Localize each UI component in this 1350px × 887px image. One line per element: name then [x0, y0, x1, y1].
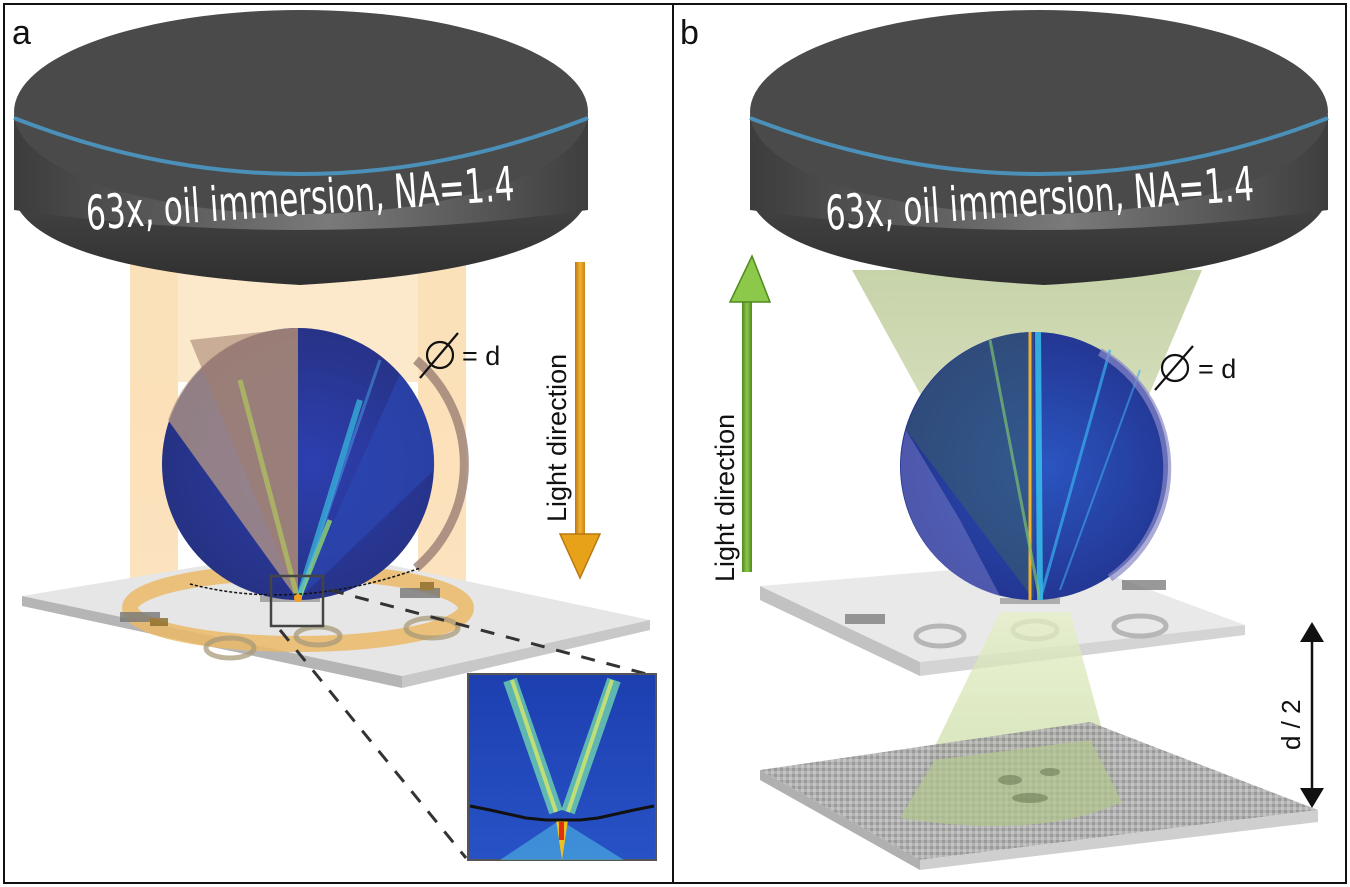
zoom-leader-bottom — [278, 629, 468, 859]
diameter-annotation-b: = d — [1154, 345, 1236, 391]
diameter-label-b: = d — [1198, 354, 1236, 384]
light-direction-label-b: Light direction — [710, 414, 740, 582]
diameter-annotation-a: = d — [419, 332, 500, 379]
panel-label-b: b — [680, 14, 699, 52]
objective-lens-b: 63x, oil immersion, NA=1.4 — [749, 10, 1329, 285]
microsphere-b — [900, 331, 1172, 601]
zoom-leader-top — [329, 588, 655, 678]
light-direction-label-a: Light direction — [542, 354, 572, 522]
light-direction-arrow-a: Light direction — [542, 262, 602, 580]
arrow-up-head-icon — [1300, 622, 1324, 642]
arrow-down-head-icon — [1300, 788, 1324, 808]
arrow-down-icon — [575, 262, 585, 540]
light-direction-arrow-b: Light direction — [710, 254, 772, 582]
image-plane-b — [760, 722, 1318, 870]
zoom-box — [269, 574, 325, 628]
arrow-up-icon — [742, 296, 752, 572]
objective-lens-a: 63x, oil immersion, NA=1.4 — [13, 10, 589, 285]
diameter-label-a: = d — [462, 341, 500, 371]
panel-label-a: a — [12, 14, 31, 52]
panel-a: a 63x, oil immersion, NA=1.4 — [12, 10, 657, 861]
figure-frame — [3, 3, 1347, 884]
microsphere-a — [162, 327, 469, 602]
upper-substrate-b — [760, 560, 1245, 676]
distance-annotation-b: d / 2 — [1276, 622, 1324, 808]
diameter-icon — [425, 340, 455, 370]
inset-field-map — [467, 673, 657, 861]
distance-label-b: d / 2 — [1276, 699, 1306, 750]
panel-b: b 63x, oil immersion, NA=1.4 — [680, 10, 1329, 870]
diameter-icon — [1160, 353, 1190, 383]
